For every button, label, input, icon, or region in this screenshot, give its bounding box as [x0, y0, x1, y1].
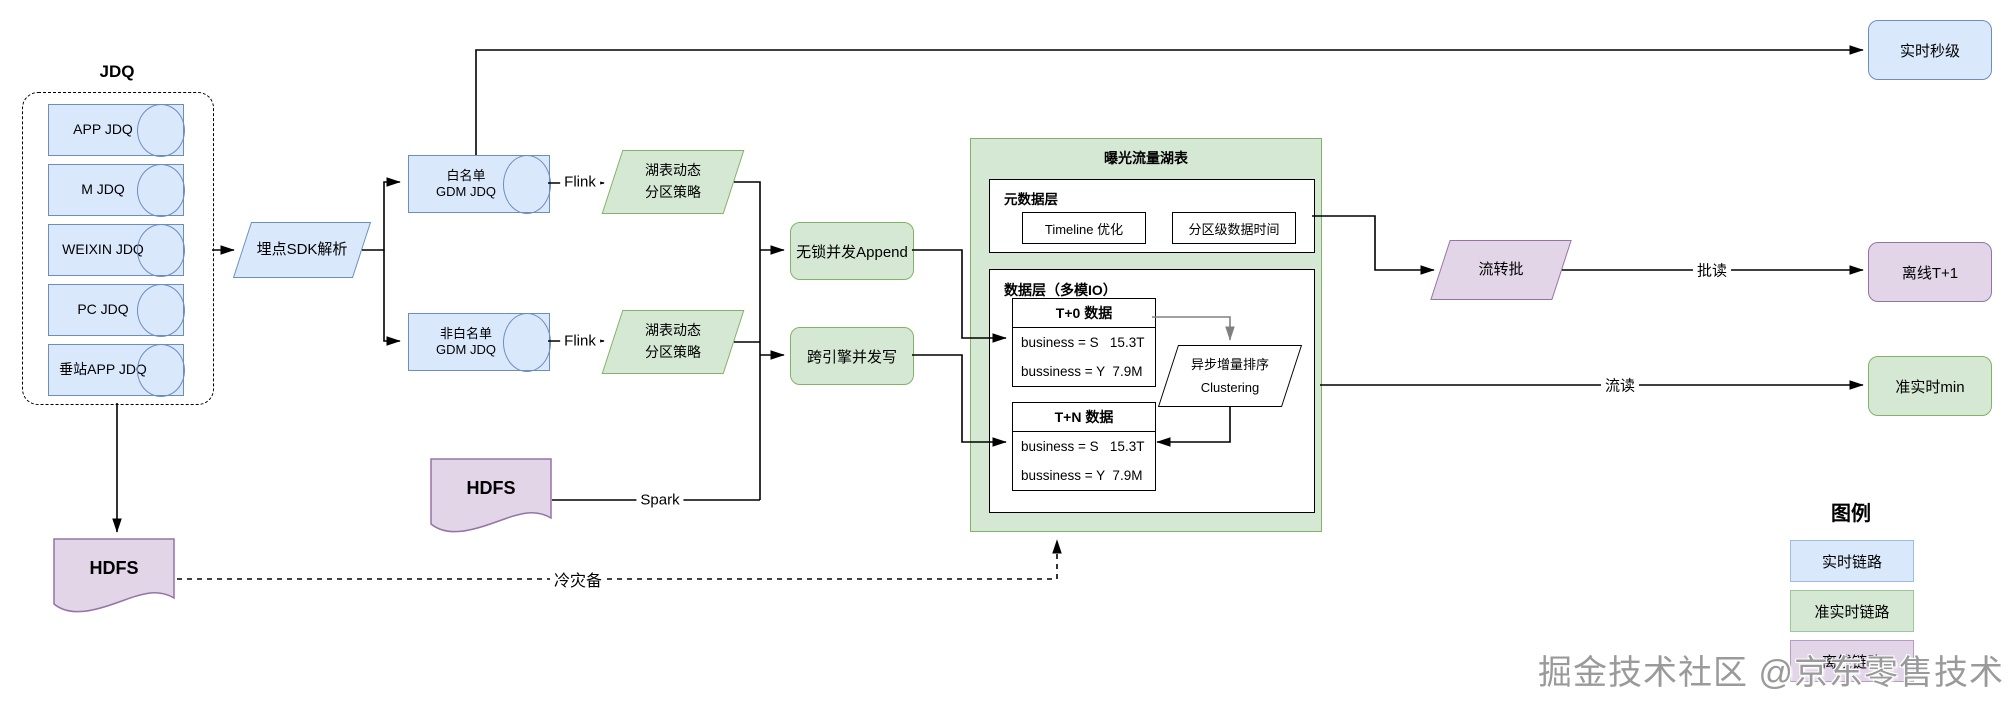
node-lake-policy-bottom: 湖表动态 分区策略 — [612, 310, 734, 374]
legend-item-realtime: 实时链路 — [1790, 540, 1914, 582]
legend-item-near-realtime: 准实时链路 — [1790, 590, 1914, 632]
t0-data-table: T+0 数据 business = S 15.3T bussiness = Y … — [1012, 298, 1156, 387]
edge-sdk-to-non-whitelist — [383, 250, 401, 346]
timeline-optimization-box: Timeline 优化 — [1022, 212, 1146, 244]
tn-table-header: T+N 数据 — [1013, 403, 1155, 432]
cylinder-weixin-jdq: WEIXIN JDQ — [48, 223, 185, 277]
edge-sdk-to-whitelist — [362, 177, 401, 251]
legend-item-offline: 离线链路 — [1790, 640, 1914, 682]
tn-data-table: T+N 数据 business = S 15.3T bussiness = Y … — [1012, 402, 1156, 491]
edge-cold-backup — [177, 539, 1062, 580]
cylinder-pc-jdq: PC JDQ — [48, 283, 185, 337]
partition-data-time-box: 分区级数据时间 — [1172, 212, 1296, 244]
meta-layer-label: 元数据层 — [1004, 192, 1058, 207]
node-lockfree-append: 无锁并发Append — [790, 222, 914, 280]
label-flink-top: Flink — [560, 173, 600, 191]
node-offline-t-plus-1: 离线T+1 — [1868, 242, 1992, 302]
cylinder-whitelist-gdm-jdq: 白名单 GDM JDQ — [408, 154, 551, 214]
document-shape — [430, 458, 552, 533]
lake-table-title: 曝光流量湖表 — [1104, 150, 1188, 166]
label-stream-read: 流读 — [1600, 374, 1640, 396]
label-cold-backup: 冷灾备 — [549, 567, 607, 591]
t0-row-bussiness: bussiness = Y 7.9M — [1021, 364, 1143, 379]
data-layer-box: 数据层（多模IO） T+0 数据 business = S 15.3T buss… — [989, 269, 1315, 513]
t0-table-header: T+0 数据 — [1013, 299, 1155, 328]
node-cross-engine-write: 跨引擎并发写 — [790, 327, 914, 385]
watermark: 掘金技术社区 @京东零售技术 — [1538, 654, 2004, 692]
legend-title: 图例 — [1831, 503, 1871, 525]
tn-row-bussiness: bussiness = Y 7.9M — [1021, 468, 1143, 483]
node-hdfs-left: HDFS — [53, 538, 175, 618]
cylinder-m-jdq: M JDQ — [48, 163, 185, 217]
edge-trunk — [734, 181, 761, 500]
document-shape — [53, 538, 175, 613]
label-spark: Spark — [636, 491, 684, 509]
tn-row-business: business = S 15.3T — [1021, 439, 1145, 454]
node-async-clustering: 异步增量排序 Clustering — [1168, 345, 1292, 407]
cylinder-non-whitelist-gdm-jdq: 非白名单 GDM JDQ — [408, 312, 551, 372]
label-flink-bottom: Flink — [560, 332, 600, 350]
node-hdfs-middle: HDFS — [430, 458, 552, 538]
node-lake-policy-top: 湖表动态 分区策略 — [612, 150, 734, 214]
meta-layer-box: 元数据层 Timeline 优化 分区级数据时间 — [989, 179, 1315, 253]
lake-table-container: 曝光流量湖表 元数据层 Timeline 优化 分区级数据时间 数据层（多模IO… — [970, 138, 1322, 532]
cylinder-vertical-app-jdq: 垂站APP JDQ — [48, 343, 185, 397]
cylinder-app-jdq: APP JDQ — [48, 103, 185, 157]
node-near-realtime-min: 准实时min — [1868, 356, 1992, 416]
label-batch-read: 批读 — [1692, 259, 1732, 281]
jdq-group-title: JDQ — [99, 62, 135, 81]
node-stream-to-batch: 流转批 — [1440, 240, 1562, 300]
t0-row-business: business = S 15.3T — [1021, 335, 1145, 350]
node-sdk-parser: 埋点SDK解析 — [242, 222, 362, 278]
data-layer-label: 数据层（多模IO） — [1004, 282, 1117, 298]
edge-lake-to-stream-to-batch — [1312, 215, 1435, 275]
node-realtime-seconds: 实时秒级 — [1868, 20, 1992, 80]
